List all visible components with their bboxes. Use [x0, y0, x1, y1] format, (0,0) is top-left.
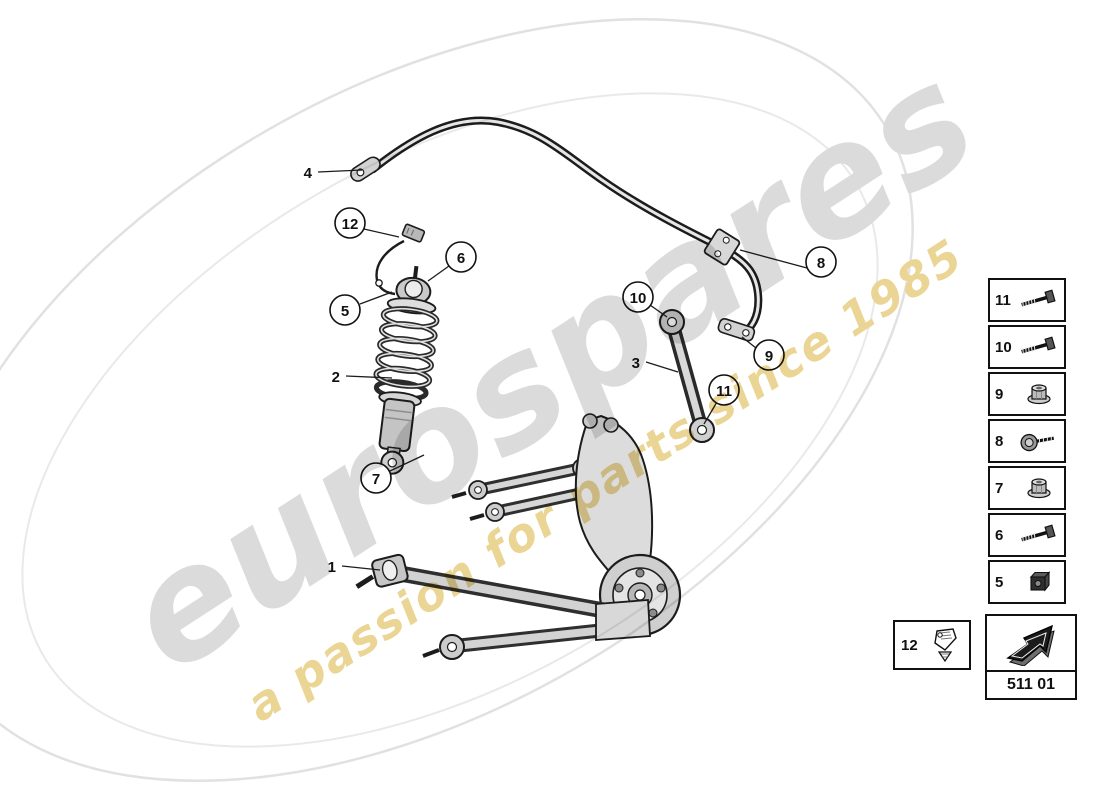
- wishbone-front-bushing: [355, 553, 409, 589]
- washer-bolt-icon: [1020, 433, 1055, 452]
- legend-item-6[interactable]: 6: [988, 513, 1066, 557]
- svg-text:4: 4: [304, 165, 313, 182]
- callout-11[interactable]: 11: [703, 374, 740, 425]
- svg-text:11: 11: [716, 383, 732, 400]
- svg-text:7: 7: [372, 471, 380, 488]
- part-group-code: 511 01: [987, 670, 1075, 698]
- callout-10[interactable]: 10: [622, 281, 668, 318]
- legend-item-number: 12: [901, 636, 918, 654]
- svg-text:9: 9: [765, 348, 773, 365]
- arrow-icon-wrap: [987, 616, 1075, 670]
- svg-text:10: 10: [630, 290, 647, 307]
- svg-text:2: 2: [332, 369, 340, 386]
- legend-item-11[interactable]: 11: [988, 278, 1066, 322]
- legend-item-number: 11: [995, 291, 1011, 309]
- legend-item-7[interactable]: 7: [988, 466, 1066, 510]
- clip-icon: [934, 628, 957, 663]
- legend-item-8[interactable]: 8: [988, 419, 1066, 463]
- svg-text:12: 12: [342, 216, 359, 233]
- legend-item-number: 8: [995, 432, 1004, 450]
- shock-absorber: [373, 265, 440, 475]
- square-nut-icon: [1029, 571, 1051, 592]
- fastener-legend: 11 10 9: [988, 278, 1066, 607]
- legend-item-12[interactable]: 12: [893, 620, 971, 670]
- legend-item-number: 5: [995, 573, 1004, 591]
- legend-item-number: 10: [995, 338, 1012, 356]
- legend-item-number: 7: [995, 479, 1004, 497]
- svg-text:5: 5: [341, 303, 349, 320]
- lower-wishbone: [355, 553, 651, 660]
- legend-item-number: 6: [995, 526, 1004, 544]
- long-bolt-icon: [1021, 289, 1056, 308]
- callout-12[interactable]: 12: [334, 207, 400, 239]
- callout-5[interactable]: 5: [329, 291, 393, 326]
- long-bolt-icon: [1021, 524, 1056, 543]
- flange-nut-icon: [1027, 478, 1051, 499]
- legend-item-10[interactable]: 10: [988, 325, 1066, 369]
- svg-text:6: 6: [457, 250, 465, 267]
- legend-item-9[interactable]: 9: [988, 372, 1066, 416]
- svg-text:1: 1: [328, 559, 336, 576]
- legend-item-number: 9: [995, 385, 1004, 403]
- stabilizer-link: [659, 309, 715, 443]
- legend-item-5[interactable]: 5: [988, 560, 1066, 604]
- coil-spring: [373, 306, 440, 402]
- callout-3[interactable]: 3: [632, 355, 679, 373]
- flange-nut-icon: [1027, 384, 1051, 405]
- arrow-icon: [1006, 624, 1055, 666]
- long-bolt-icon: [1021, 336, 1056, 355]
- part-group-box[interactable]: 511 01: [985, 614, 1077, 700]
- callout-9[interactable]: 9: [741, 336, 785, 371]
- svg-text:8: 8: [817, 255, 825, 272]
- bar-end-eye: [350, 156, 381, 182]
- svg-text:3: 3: [632, 355, 640, 372]
- callout-6[interactable]: 6: [427, 241, 477, 282]
